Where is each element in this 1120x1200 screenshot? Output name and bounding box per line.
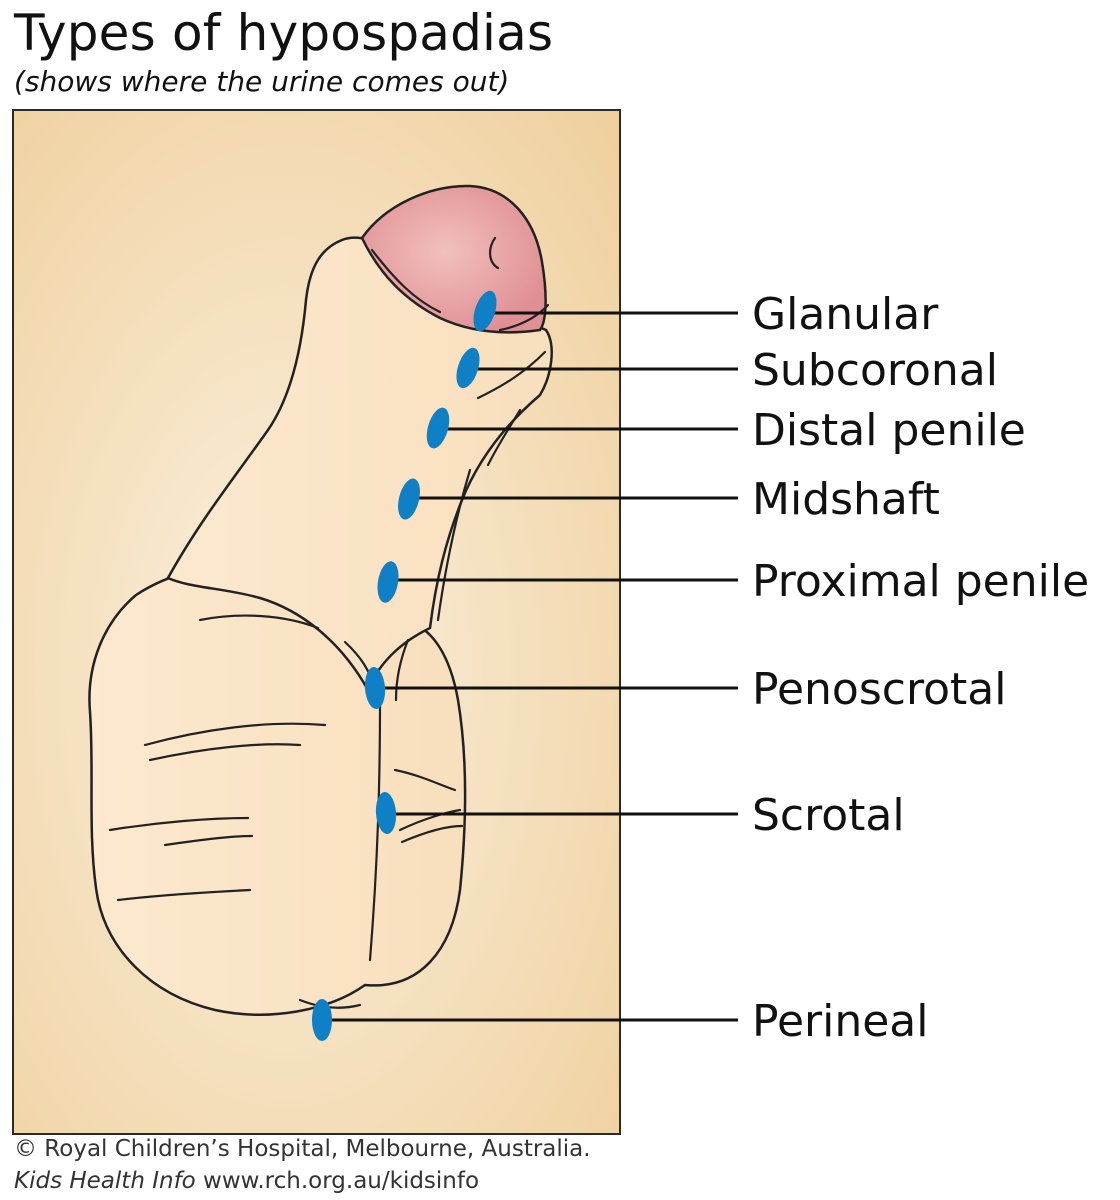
source-url: www.rch.org.au/kidsinfo xyxy=(203,1168,480,1194)
copyright-credit: © Royal Children’s Hospital, Melbourne, … xyxy=(14,1136,591,1162)
marker-subcoronal xyxy=(456,347,480,389)
leader-lines xyxy=(328,311,738,1022)
marker-midshaft xyxy=(398,478,420,520)
label-midshaft: Midshaft xyxy=(752,474,940,525)
marker-proximal-penile xyxy=(377,561,399,603)
label-subcoronal: Subcoronal xyxy=(752,345,998,396)
label-scrotal: Scrotal xyxy=(752,790,905,841)
diagram-title: Types of hypospadias xyxy=(14,4,554,62)
label-penoscrotal: Penoscrotal xyxy=(752,664,1006,715)
marker-scrotal xyxy=(375,792,397,834)
opening-markers xyxy=(312,290,497,1041)
location-labels: Glanular Subcoronal Distal penile Midsha… xyxy=(752,289,1089,1047)
label-perineal: Perineal xyxy=(752,996,929,1047)
label-distal-penile: Distal penile xyxy=(752,405,1026,456)
glans xyxy=(360,184,547,334)
source-credit: Kids Health Info www.rch.org.au/kidsinfo xyxy=(14,1166,479,1196)
marker-penoscrotal xyxy=(364,667,386,709)
diagram-subtitle: (shows where the urine comes out) xyxy=(14,65,510,98)
source-name: Kids Health Info xyxy=(14,1168,196,1194)
marker-glanular xyxy=(473,290,497,332)
penile-shaft xyxy=(166,236,553,693)
detail-lines xyxy=(108,236,550,1009)
marker-perineal xyxy=(312,999,332,1041)
label-glanular: Glanular xyxy=(752,289,939,340)
label-proximal-penile: Proximal penile xyxy=(752,556,1089,607)
marker-distal-penile xyxy=(426,407,450,449)
